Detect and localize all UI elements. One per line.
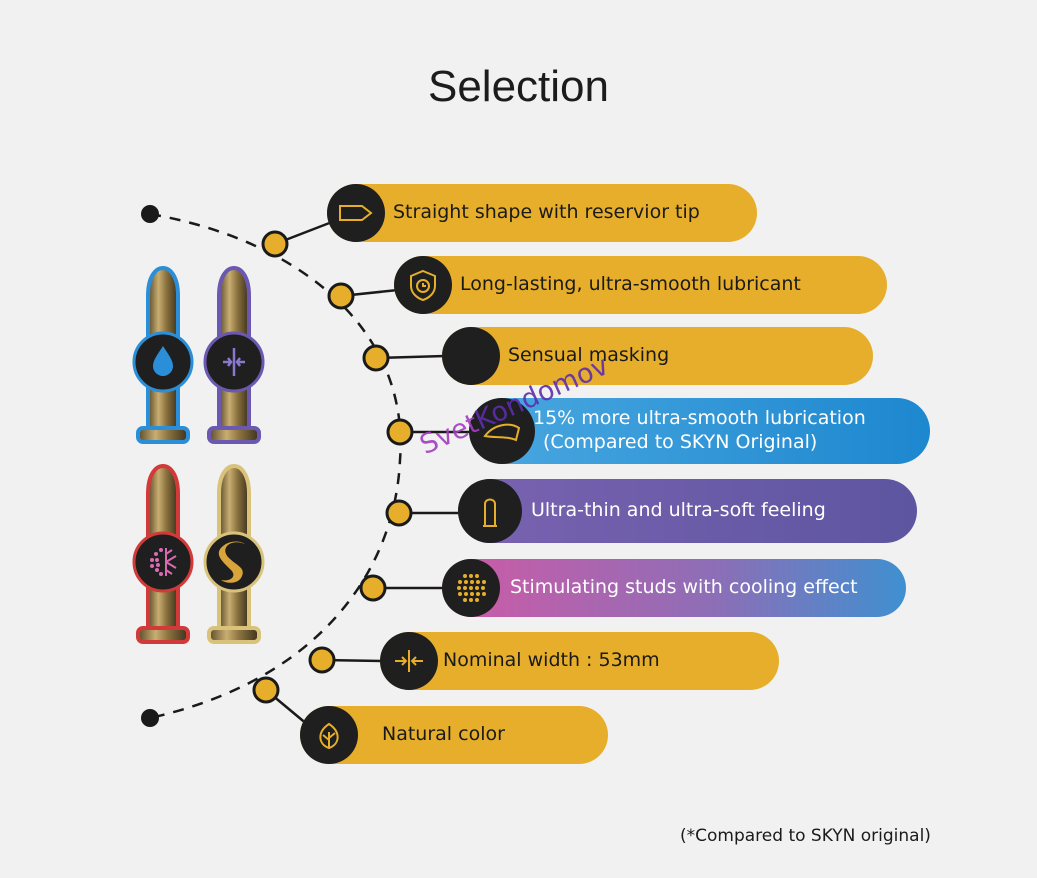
product-gold [203, 464, 265, 644]
product-blue [132, 266, 194, 444]
feature-stimulating-studs: Stimulating studs with cooling effect [442, 559, 906, 617]
feature-nominal-width: Nominal width : 53mm [380, 632, 779, 690]
reservoir-tip-icon [327, 184, 385, 242]
feature-label: Ultra-thin and ultra-soft feeling [531, 499, 826, 522]
node-1 [261, 230, 289, 258]
node-5 [385, 499, 413, 527]
studs-dots-icon [442, 559, 500, 617]
feature-label: 15% more ultra-smooth lubrication (Compa… [533, 407, 866, 455]
node-4 [386, 418, 414, 446]
blank-icon [442, 327, 500, 385]
feature-more-lubrication: 15% more ultra-smooth lubrication (Compa… [469, 398, 930, 464]
s-swirl-icon [218, 541, 245, 583]
page-title: Selection [427, 62, 609, 111]
product-purple [203, 266, 265, 444]
clock-shield-icon [394, 256, 452, 314]
arc-start-dot [141, 205, 159, 223]
footnote: (*Compared to SKYN original) [680, 826, 931, 846]
product-red [132, 464, 194, 644]
feature-label: Nominal width : 53mm [443, 649, 660, 672]
width-arrows-icon [380, 632, 438, 690]
node-6 [359, 574, 387, 602]
snowflake-dots-icon [150, 548, 163, 576]
feature-sensual-masking: Sensual masking [442, 327, 873, 385]
water-drop-icon [153, 346, 173, 376]
feature-ultra-thin: Ultra-thin and ultra-soft feeling [458, 479, 917, 543]
feature-label: Sensual masking [508, 344, 670, 367]
feature-straight-shape: Straight shape with reservior tip [327, 184, 757, 242]
feature-label: Long-lasting, ultra-smooth lubricant [460, 273, 801, 296]
dashed-arc [149, 212, 402, 720]
node-2 [327, 282, 355, 310]
feature-label: Stimulating studs with cooling effect [510, 576, 858, 599]
feature-long-lasting: Long-lasting, ultra-smooth lubricant [394, 256, 887, 314]
connector-nodes [252, 230, 414, 704]
thin-condom-icon [458, 479, 522, 543]
lubrication-icon [469, 398, 535, 464]
feature-natural-color: Natural color [300, 706, 608, 764]
node-7 [308, 646, 336, 674]
leaves-icon [300, 706, 358, 764]
node-8 [252, 676, 280, 704]
node-3 [362, 344, 390, 372]
feature-label-line1: 15% more ultra-smooth lubrication [533, 407, 866, 430]
thin-arrows-icon [223, 348, 245, 376]
feature-label: Straight shape with reservior tip [393, 201, 700, 224]
feature-label: Natural color [382, 723, 505, 746]
feature-label-line2: (Compared to SKYN Original) [543, 431, 818, 453]
arc-end-dot [141, 709, 159, 727]
